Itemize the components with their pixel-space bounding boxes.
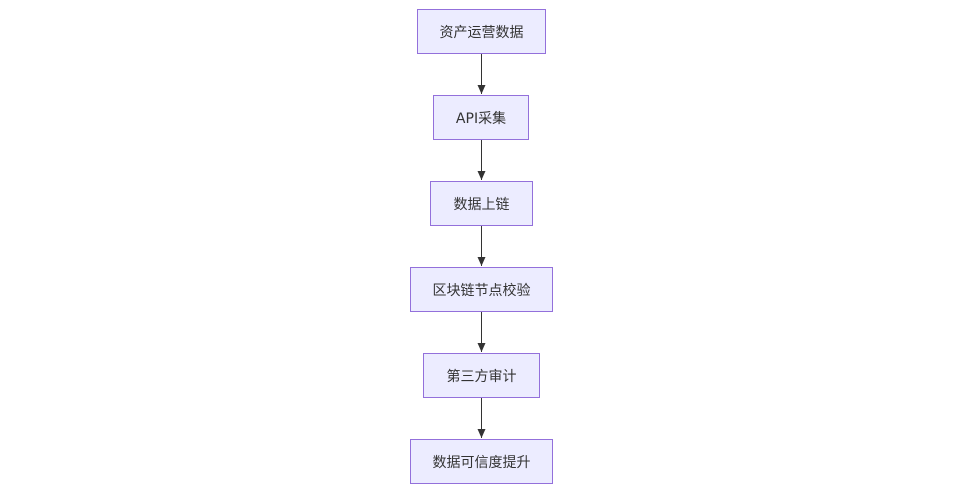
node-label: 区块链节点校验: [432, 282, 531, 299]
node-third-party-audit: 第三方审计: [423, 353, 540, 398]
node-label: 数据可信度提升: [432, 454, 531, 471]
node-data-on-chain: 数据上链: [430, 181, 533, 226]
node-asset-operation-data: 资产运营数据: [417, 9, 546, 54]
node-label: API采集: [455, 110, 507, 127]
node-api-collection: API采集: [433, 95, 529, 140]
node-data-credibility-improvement: 数据可信度提升: [410, 439, 553, 484]
node-blockchain-node-verification: 区块链节点校验: [410, 267, 553, 312]
node-label: 第三方审计: [446, 368, 517, 385]
node-label: 数据上链: [453, 196, 510, 213]
node-label: 资产运营数据: [439, 24, 524, 41]
